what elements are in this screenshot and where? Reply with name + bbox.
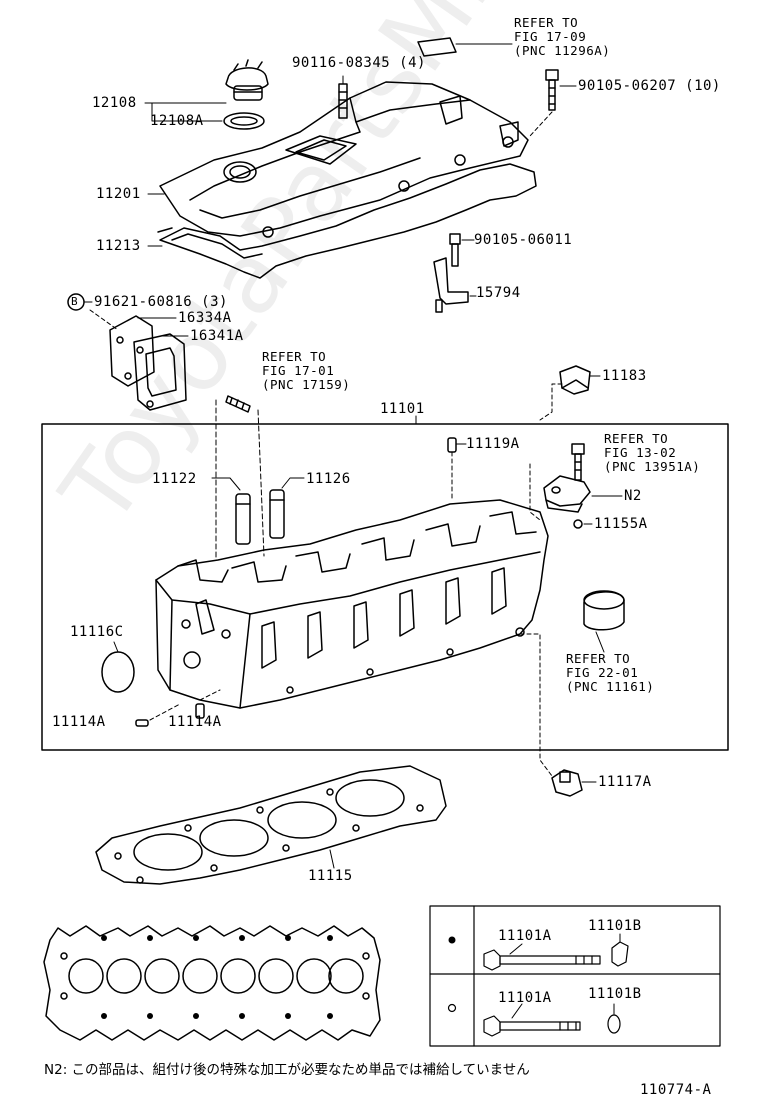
label-16341a: 16341A [190,328,244,344]
refer-fig-13-02: REFER TO FIG 13-02 (PNC 13951A) [604,431,701,474]
label-90105-06011: 90105-06011 [474,232,573,248]
washer-bottom [607,1014,621,1034]
head-cover [159,81,529,238]
cover-bolt [545,69,559,111]
valve-guide-11126 [269,489,285,539]
table-label-11101a-1: 11101A [498,928,552,944]
head-bolt-short [483,1015,581,1037]
leader-12108 [144,102,223,122]
bolt-pattern-plan [43,925,381,1041]
label-n2: N2 [624,488,642,504]
plug-11119a [447,437,457,453]
cap-gasket [223,112,265,130]
label-15794: 15794 [476,285,521,301]
cover-plate-part [417,37,457,57]
label-11117a: 11117A [598,774,652,790]
label-11155a: 11155A [594,516,648,532]
cam-cap-plug [559,365,591,395]
label-11183: 11183 [602,368,647,384]
sensor-15794 [433,257,469,313]
label-11116c: 11116C [70,624,124,640]
b-marker-letter: B [71,295,79,308]
bearing-cap-n2 [543,475,591,513]
label-11101: 11101 [380,401,425,417]
label-11213: 11213 [96,238,141,254]
footnote-n2: N2: この部品は、組付け後の特殊な加工が必要なため単品では補給していません [44,1062,530,1078]
label-11201: 11201 [96,186,141,202]
table-label-11101b-2: 11101B [588,986,642,1002]
label-11114a-right: 11114A [168,714,222,730]
cylinder-head [155,499,549,709]
bearing-cap-bolt [571,443,585,481]
figure-id: 110774-A [640,1082,712,1098]
refer-fig-17-09: REFER TO FIG 17-09 (PNC 11296A) [514,15,611,58]
label-12108: 12108 [92,95,137,111]
main-assembly-box [41,423,729,751]
label-11114a-left: 11114A [52,714,106,730]
label-91621-60816: 91621-60816 (3) [94,294,228,310]
pin-11114a-left [135,719,149,727]
head-gasket [95,765,447,885]
head-bolt-long [483,949,601,971]
label-11119a: 11119A [466,436,520,452]
label-90116-08345: 90116-08345 (4) [292,55,426,71]
label-11115: 11115 [308,868,353,884]
label-12108a: 12108A [150,113,204,129]
table-label-11101a-2: 11101A [498,990,552,1006]
plug-11116c [101,651,135,693]
refer-fig-22-01: REFER TO FIG 22-01 (PNC 11161) [566,651,655,694]
valve-guide-11122 [235,493,251,545]
bolt-table [429,905,721,1047]
ring-11155a [573,519,583,529]
plug-11117a [551,769,583,797]
label-11122: 11122 [152,471,197,487]
cam-seal-plug [583,590,625,631]
refer-fig-17-01: REFER TO FIG 17-01 (PNC 17159) [262,349,351,392]
head-cover-gasket [157,163,537,279]
pin-11114a-right [195,703,205,719]
label-90105-06207: 90105-06207 (10) [578,78,721,94]
sensor-bolt [449,233,461,267]
dowel-pin [225,395,251,413]
outlet-gasket [133,333,187,411]
oil-filler-cap [225,59,269,101]
table-label-11101b-1: 11101B [588,918,642,934]
label-11126: 11126 [306,471,351,487]
label-16334a: 16334A [178,310,232,326]
water-outlet-plate [109,315,155,387]
washer-top [611,941,629,967]
